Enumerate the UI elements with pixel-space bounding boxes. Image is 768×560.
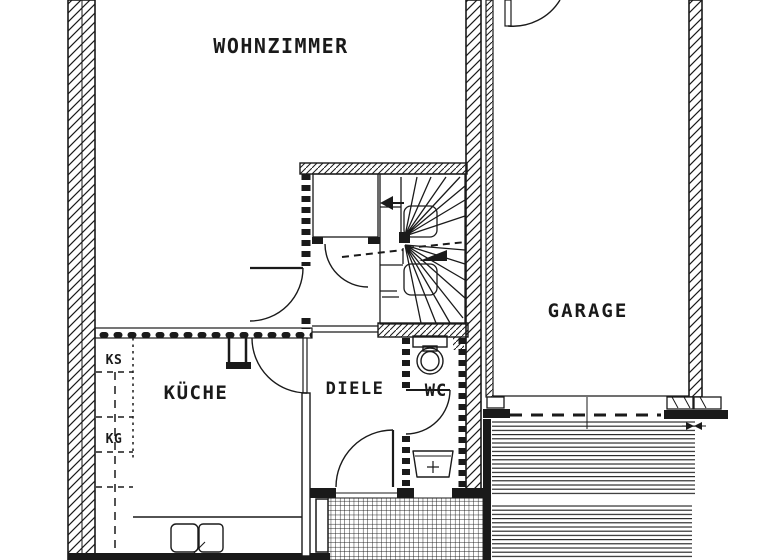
garage-door-rail-left	[483, 409, 510, 418]
kitchen-hall-wall	[301, 392, 311, 557]
stair-direction-arrow-icon	[380, 196, 393, 210]
garage-right-wall	[688, 0, 703, 398]
landing-wall-segment	[312, 237, 323, 244]
landing-wall-segment	[368, 237, 380, 244]
sink-drain-mark	[193, 541, 206, 554]
stair-newel-post	[399, 232, 410, 243]
basin-cross-icon	[427, 461, 439, 473]
door-livingroom-stairs	[249, 266, 304, 322]
survey-marker-icon	[682, 422, 706, 430]
interior-walls	[94, 162, 469, 557]
garage-left-wall	[485, 0, 494, 398]
porch-column	[315, 498, 329, 553]
porch-right-wall	[483, 419, 491, 560]
porch-tiles	[327, 497, 486, 560]
house-right-wall	[465, 0, 482, 491]
wall-corner-hatch	[453, 337, 464, 350]
front-wall-segment	[397, 488, 414, 498]
bottom-exterior-wall	[68, 553, 330, 560]
driveway-hatch-upper	[492, 420, 695, 497]
garage-jamb-left	[486, 396, 505, 409]
stair-walk-line	[341, 241, 467, 258]
label-kueche: KÜCHE	[164, 380, 229, 404]
kitchen-flue	[226, 338, 251, 369]
stair-top-wall	[299, 162, 468, 175]
stairwell-outline	[379, 173, 466, 325]
door-kitchen	[251, 337, 308, 394]
label-wc: WC	[425, 381, 447, 401]
garage-details	[483, 395, 728, 430]
door-garage-side	[504, 0, 561, 27]
front-wall-segment	[310, 488, 336, 498]
label-kg: KG	[106, 432, 123, 447]
stair-break-mark	[380, 290, 399, 298]
wc-fixtures	[412, 335, 454, 478]
doors	[249, 0, 561, 488]
room-labels: WOHNZIMMER GARAGE KÜCHE DIELE WC KS KG	[106, 34, 629, 447]
garage-door-rail-right	[664, 410, 728, 419]
label-ks: KS	[106, 353, 123, 368]
staircase	[312, 173, 467, 325]
stair-treads-lower	[404, 244, 466, 324]
door-wc	[405, 389, 451, 435]
door-front-entrance	[335, 429, 395, 488]
washbasin	[412, 450, 454, 478]
stair-bottom-wall	[377, 322, 469, 338]
stair-landing	[312, 173, 379, 238]
stair-mid-arrow-icon	[419, 250, 447, 261]
kitchen-tall-units	[96, 338, 134, 553]
garage-jamb-right-outer	[693, 396, 722, 410]
front-wall-segment	[452, 488, 483, 498]
kitchen-sink-basin	[170, 523, 199, 553]
jamb-hatch-ticks	[671, 396, 707, 409]
stair-treads-upper	[404, 176, 466, 237]
label-wohnzimmer: WOHNZIMMER	[213, 34, 348, 58]
door-stairs-vestibule	[324, 243, 369, 288]
driveway-hatch-lower	[492, 505, 692, 559]
toilet	[412, 335, 448, 375]
label-garage: GARAGE	[548, 300, 629, 322]
kitchen-sink-basin	[198, 523, 224, 553]
kitchen-north-wall	[94, 327, 313, 339]
label-diele: DIELE	[326, 379, 385, 399]
stair-inner-rail-upper	[403, 205, 438, 238]
kitchen-fixtures	[96, 338, 302, 554]
